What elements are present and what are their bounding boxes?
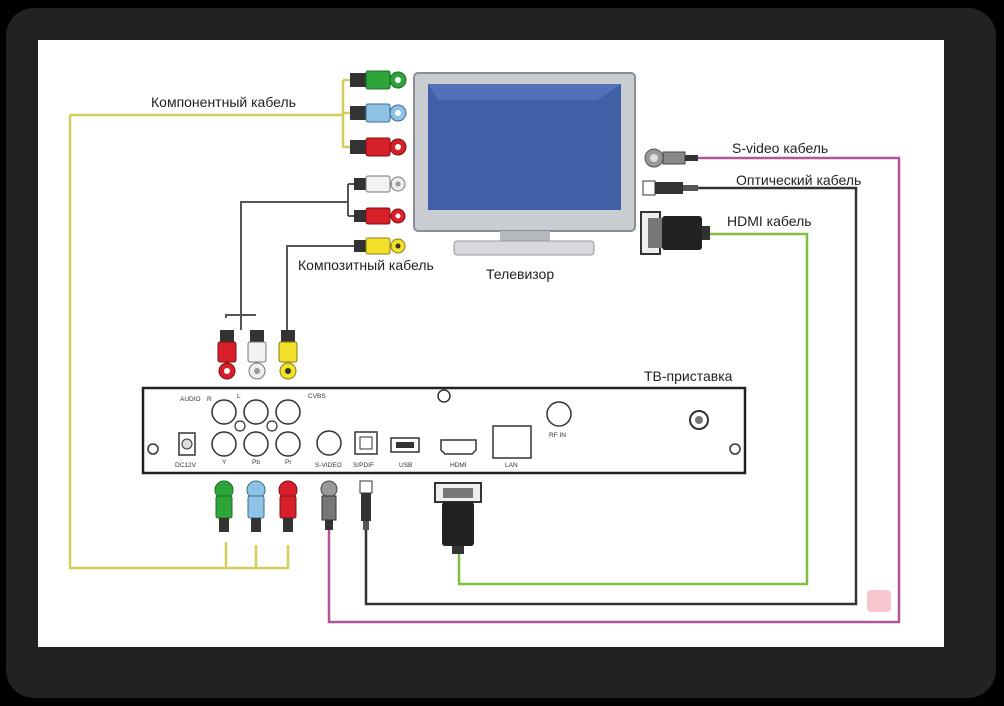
tv bbox=[413, 72, 636, 256]
component-cable-label: Компонентный кабель bbox=[151, 94, 296, 110]
hdmi-cable-wire bbox=[457, 232, 809, 586]
composite-cable-wire bbox=[225, 183, 354, 330]
image-frame: Компонентный кабель Композитный кабель Т… bbox=[6, 8, 996, 698]
optical-cable-wire bbox=[364, 186, 858, 606]
lan-port-label: LAN bbox=[505, 462, 518, 469]
tv-component-plugs bbox=[350, 70, 407, 157]
usb-port-label: USB bbox=[399, 462, 412, 469]
stb-box bbox=[141, 386, 747, 475]
svideo-port-label: S-VIDEO bbox=[315, 462, 342, 469]
connection-diagram: Компонентный кабель Композитный кабель Т… bbox=[68, 70, 901, 624]
audio-label: AUDIO bbox=[180, 396, 201, 403]
rf-in-label: RF IN bbox=[549, 432, 566, 439]
stb-composite-plugs bbox=[217, 330, 298, 380]
audio-r-label: R bbox=[207, 396, 212, 403]
stb-component-plugs bbox=[214, 480, 298, 532]
spdif-port-label: S/PDIF bbox=[353, 462, 374, 469]
stb-hdmi-plug bbox=[434, 482, 482, 554]
composite-cable-label: Композитный кабель bbox=[298, 257, 434, 273]
hdmi-cable-label: HDMI кабель bbox=[727, 213, 812, 229]
svideo-cable-label: S-video кабель bbox=[732, 140, 828, 156]
tv-composite-plugs bbox=[354, 175, 406, 255]
svideo-plug-tv bbox=[644, 148, 698, 168]
optical-plug-tv bbox=[642, 180, 698, 196]
component-cable-wire bbox=[68, 78, 350, 570]
composite-yellow-wire bbox=[286, 245, 354, 330]
stb-label: ТВ-приставка bbox=[644, 368, 733, 384]
tv-label: Телевизор bbox=[486, 266, 554, 282]
stb-optical-plug bbox=[359, 480, 373, 530]
stb-svideo-plug bbox=[320, 480, 338, 530]
diagram-canvas: Компонентный кабель Композитный кабель Т… bbox=[38, 40, 944, 647]
dc12v-label: DC12V bbox=[175, 462, 197, 469]
hdmi-port-label: HDMI bbox=[450, 462, 467, 469]
svideo-cable-wire bbox=[327, 156, 901, 624]
cvbs-label: CVBS bbox=[308, 393, 326, 400]
hdmi-plug-tv bbox=[640, 211, 710, 255]
audio-l-label: L bbox=[237, 393, 241, 400]
y-label: Y bbox=[222, 459, 227, 466]
optical-cable-label: Оптический кабель bbox=[736, 172, 861, 188]
pb-label: Pb bbox=[252, 459, 260, 466]
corner-logo-icon bbox=[867, 590, 891, 612]
pr-label: Pr bbox=[285, 459, 292, 466]
